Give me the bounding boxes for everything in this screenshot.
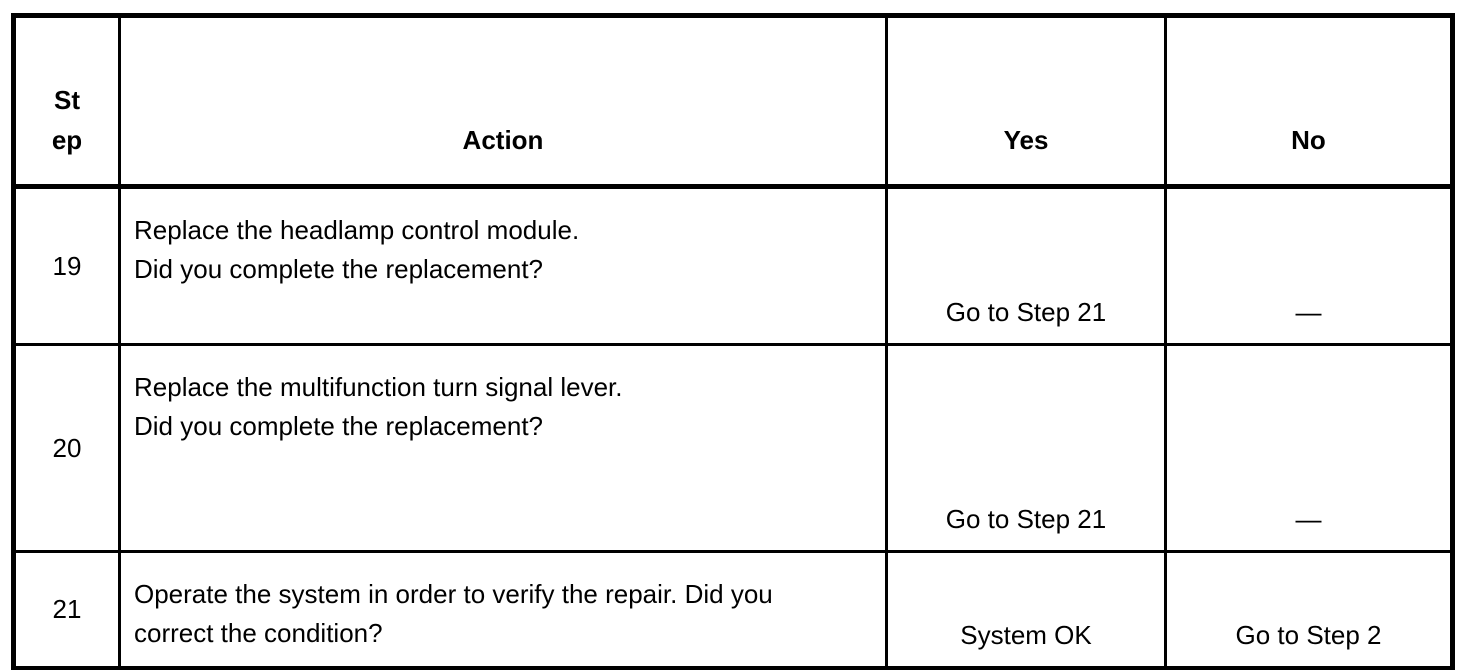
step-number: 21 xyxy=(12,550,121,670)
header-step: St ep xyxy=(12,14,121,189)
header-no: No xyxy=(1164,14,1454,189)
action-text: Operate the system in order to verify th… xyxy=(118,550,888,670)
table-row-step-19: 19 Replace the headlamp control module. … xyxy=(12,185,1454,346)
table-body: 19 Replace the headlamp control module. … xyxy=(12,185,1454,670)
step-number: 19 xyxy=(12,185,121,346)
action-text: Replace the multifunction turn signal le… xyxy=(118,343,888,553)
no-result: Go to Step 2 xyxy=(1164,550,1454,670)
table-row-step-20: 20 Replace the multifunction turn signal… xyxy=(12,343,1454,553)
no-result: — xyxy=(1164,185,1454,346)
header-row: St ep Action Yes No xyxy=(12,14,1454,189)
diagnostic-table: St ep Action Yes No 19 Replace the headl… xyxy=(11,13,1455,670)
header-action: Action xyxy=(118,14,888,189)
table-row-step-21: 21 Operate the system in order to verify… xyxy=(12,550,1454,670)
header-yes: Yes xyxy=(885,14,1167,189)
yes-result: Go to Step 21 xyxy=(885,343,1167,553)
step-number: 20 xyxy=(12,343,121,553)
action-text: Replace the headlamp control module. Did… xyxy=(118,185,888,346)
yes-result: System OK xyxy=(885,550,1167,670)
no-result: — xyxy=(1164,343,1454,553)
yes-result: Go to Step 21 xyxy=(885,185,1167,346)
table-header: St ep Action Yes No xyxy=(12,14,1454,189)
